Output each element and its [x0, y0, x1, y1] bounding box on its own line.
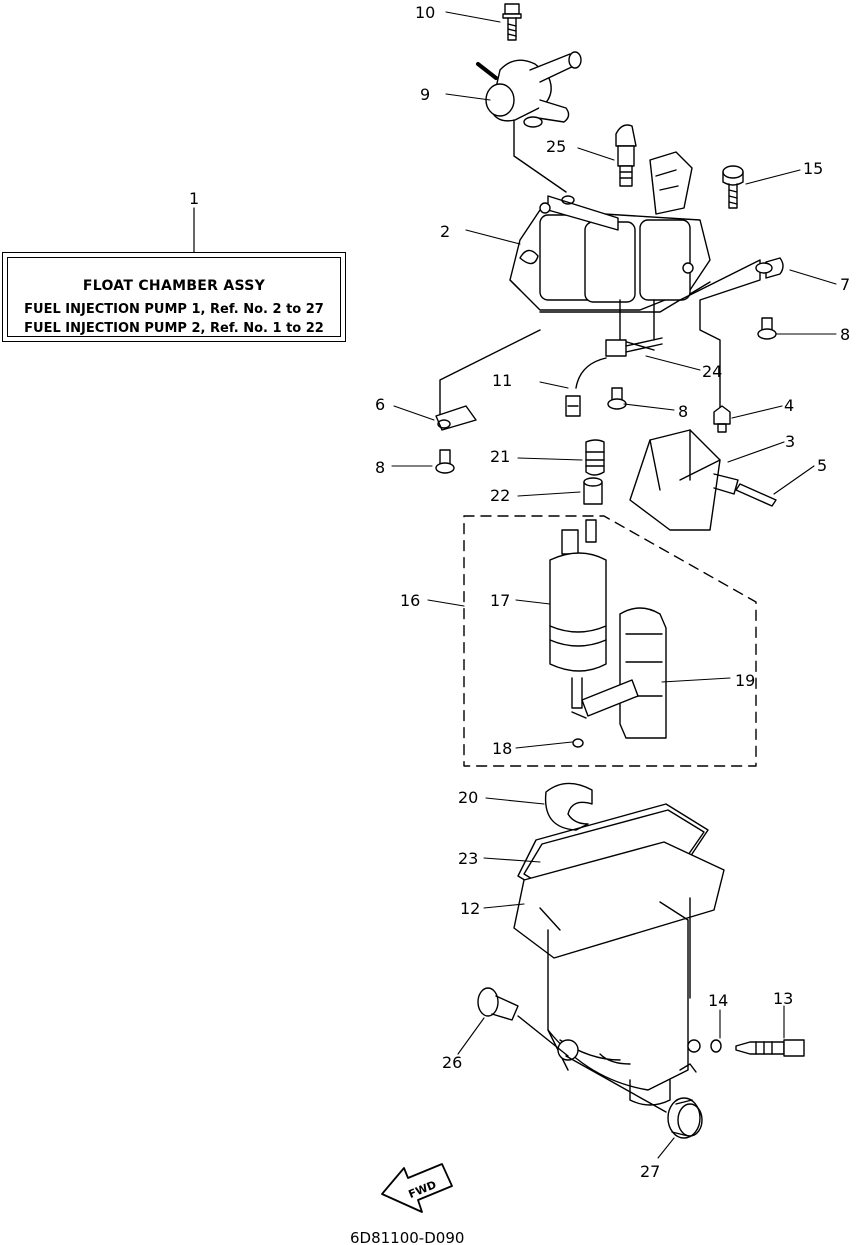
callout-15: 15	[803, 159, 823, 178]
callout-14: 14	[708, 991, 728, 1010]
callout-20: 20	[458, 788, 478, 807]
callout-19: 19	[735, 671, 755, 690]
callout-16: 16	[400, 591, 420, 610]
part-9-pressure-regulator	[476, 51, 582, 193]
callout-5: 5	[817, 456, 827, 475]
drawing-code: 6D81100-D090	[350, 1229, 464, 1245]
callout-6: 6	[375, 395, 385, 414]
part-15-screw	[722, 165, 744, 209]
callout-3: 3	[785, 432, 795, 451]
legend-pump-1: FUEL INJECTION PUMP 1, Ref. No. 2 to 27	[24, 302, 324, 317]
callout-12: 12	[460, 899, 480, 918]
callout-7: 7	[840, 275, 850, 294]
callout-26: 26	[442, 1053, 462, 1072]
callout-24: 24	[702, 362, 722, 381]
legend-title: FLOAT CHAMBER ASSY	[82, 278, 266, 294]
callout-4: 4	[784, 396, 794, 415]
part-3-cover	[629, 429, 739, 531]
part-17-fuel-pump	[549, 519, 607, 709]
callout-27: 27	[640, 1162, 660, 1181]
part-24-wire-clip	[605, 337, 663, 357]
part-21-fitting	[585, 439, 605, 476]
callout-1: 1	[189, 189, 199, 208]
part-7-clip	[755, 257, 784, 279]
legend-pump-2: FUEL INJECTION PUMP 2, Ref. No. 1 to 22	[24, 321, 324, 336]
part-16-pump-assy-boundary	[463, 515, 757, 767]
part-14-o-ring	[710, 1039, 722, 1053]
part-13-drain-screw	[735, 1039, 805, 1057]
callout-22: 22	[490, 486, 510, 505]
callout-8-right: 8	[840, 325, 850, 344]
part-26-plug	[477, 987, 569, 1057]
part-22-collar	[583, 477, 603, 505]
part-18-washer	[572, 738, 584, 748]
leader-lines	[391, 11, 837, 1159]
part-20-retainer	[544, 782, 593, 831]
callout-9: 9	[420, 85, 430, 104]
fwd-arrow-icon	[381, 1163, 453, 1213]
callout-10: 10	[415, 3, 435, 22]
part-8-screw-right	[757, 317, 777, 340]
callout-21: 21	[490, 447, 510, 466]
legend-inner-frame: FLOAT CHAMBER ASSY FUEL INJECTION PUMP 1…	[7, 257, 341, 337]
part-11-harness	[565, 357, 607, 417]
part-12-float-chamber	[513, 841, 725, 1106]
part-19-filter	[571, 607, 667, 739]
part-10-bolt	[502, 3, 522, 41]
callout-8-center: 8	[678, 402, 688, 421]
part-2-body	[509, 151, 711, 351]
callout-2: 2	[440, 222, 450, 241]
callout-23: 23	[458, 849, 478, 868]
part-25-connector	[615, 124, 637, 187]
part-5-pin	[735, 483, 777, 507]
callout-17: 17	[490, 591, 510, 610]
part-8-screw-left	[435, 449, 455, 474]
part-6-bracket	[435, 405, 477, 431]
callout-8-left: 8	[375, 458, 385, 477]
callout-25: 25	[546, 137, 566, 156]
callout-13: 13	[773, 989, 793, 1008]
part-27-grommet	[565, 1055, 703, 1139]
part-8-screw-center	[607, 387, 627, 410]
part-4-fitting	[713, 405, 731, 433]
legend-box: FLOAT CHAMBER ASSY FUEL INJECTION PUMP 1…	[2, 252, 346, 342]
callout-18: 18	[492, 739, 512, 758]
callout-11: 11	[492, 371, 512, 390]
